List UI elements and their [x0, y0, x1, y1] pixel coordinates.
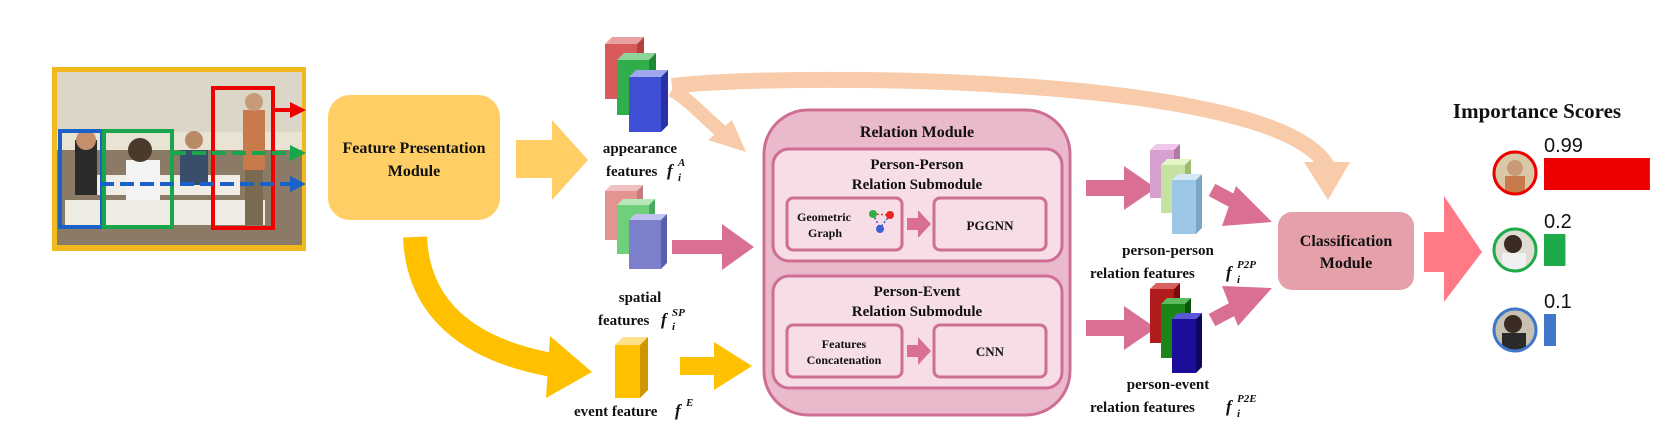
pp-feat-line2: relation features [1090, 266, 1195, 282]
event-label: event feature f E [574, 397, 693, 420]
appearance-label: appearance features f A i [603, 141, 685, 184]
spatial-sup: SP [672, 307, 685, 319]
appearance-symbol: f [667, 161, 675, 180]
score-bar-3 [1544, 314, 1556, 346]
pp-graph1: Geometric [797, 210, 852, 224]
spatial-feature-stack [605, 185, 667, 269]
pp-feat-symbol: f [1226, 263, 1234, 282]
fp-to-event-arrow [403, 236, 592, 398]
spatial-symbol: f [661, 310, 669, 329]
appearance-line1: appearance [603, 141, 678, 157]
relation-module: Relation Module Person-Person Relation S… [762, 108, 1072, 417]
bbox-arrows [100, 102, 306, 192]
score-bar-1 [1544, 158, 1650, 190]
pp-feat-line1: person-person [1122, 243, 1214, 259]
avatar-person-green [1492, 227, 1538, 273]
appearance-to-relation-arrow [668, 83, 746, 152]
person-person-submodule: Person-Person Relation Submodule Geometr… [771, 147, 1064, 263]
fp-line2: Module [388, 163, 440, 180]
pe-net: CNN [976, 344, 1005, 359]
spatial-sub: i [672, 321, 676, 333]
pp-feat-sub: i [1237, 274, 1241, 286]
concat-to-cnn-arrow [907, 337, 931, 365]
pp-title2: Relation Submodule [852, 177, 983, 193]
pp-net: PGGNN [967, 218, 1015, 233]
fp-to-appearance-arrow [516, 120, 588, 200]
pe-feat-sup: P2E [1237, 393, 1257, 405]
pp-feature-stack [1150, 144, 1202, 234]
importance-title: Importance Scores [1453, 99, 1621, 123]
classification-to-scores-arrow [1424, 196, 1482, 302]
pe-to-classification-arrow [1208, 286, 1272, 327]
relation-to-pe-arrow [1086, 306, 1156, 350]
spatial-to-relation-arrow [672, 224, 754, 270]
relation-module-title: Relation Module [860, 124, 974, 141]
pp-to-classification-arrow [1208, 183, 1272, 226]
pe-concat1: Features [822, 337, 867, 351]
event-line1: event feature [574, 404, 658, 420]
avatar-person-red [1492, 150, 1538, 196]
score-label-1: 0.99 [1544, 135, 1583, 157]
event-feature-cube [615, 337, 648, 398]
person-event-submodule: Person-Event Relation Submodule Features… [771, 274, 1064, 390]
spatial-label: spatial features f SP i [598, 290, 685, 333]
pe-features-label: person-event relation features f P2E i [1090, 377, 1257, 420]
pe-feat-symbol: f [1226, 397, 1234, 416]
classification-line1: Classification [1300, 233, 1393, 250]
fp-line1: Feature Presentation [343, 140, 486, 157]
spatial-line1: spatial [619, 290, 662, 306]
classification-module: Classification Module [1278, 212, 1414, 290]
feature-presentation-module: Feature Presentation Module [328, 95, 500, 220]
appearance-to-classification-arrow [670, 71, 1350, 200]
pe-concat2: Concatenation [807, 353, 882, 367]
avatar-person-blue [1492, 307, 1538, 353]
pp-features-label: person-person relation features f P2P i [1090, 243, 1256, 286]
pp-title1: Person-Person [870, 157, 964, 173]
appearance-feature-stack [605, 37, 668, 132]
spatial-line2: features [598, 313, 650, 329]
relation-to-pp-arrow [1086, 166, 1156, 210]
event-to-relation-arrow [680, 342, 752, 390]
graph-to-pggnn-arrow [907, 210, 931, 238]
pe-title2: Relation Submodule [852, 304, 983, 320]
score-label-2: 0.2 [1544, 211, 1572, 233]
pp-feat-sup: P2P [1237, 259, 1256, 271]
geometric-graph-icon [869, 210, 894, 233]
pe-feat-sub: i [1237, 408, 1241, 420]
pp-graph2: Graph [808, 226, 842, 240]
score-bar-2 [1544, 234, 1566, 266]
pe-title1: Person-Event [874, 284, 961, 300]
classification-line2: Module [1320, 255, 1372, 272]
event-symbol: f [675, 401, 683, 420]
appearance-line2: features [606, 164, 658, 180]
importance-scores: Importance Scores 0. [1453, 99, 1650, 353]
event-sup: E [685, 397, 693, 409]
appearance-sub: i [678, 172, 682, 184]
pe-feature-stack [1150, 283, 1202, 373]
input-photo [52, 67, 306, 251]
score-label-3: 0.1 [1544, 291, 1572, 313]
pe-feat-line1: person-event [1127, 377, 1210, 393]
pe-feat-line2: relation features [1090, 400, 1195, 416]
appearance-sup: A [677, 157, 685, 169]
